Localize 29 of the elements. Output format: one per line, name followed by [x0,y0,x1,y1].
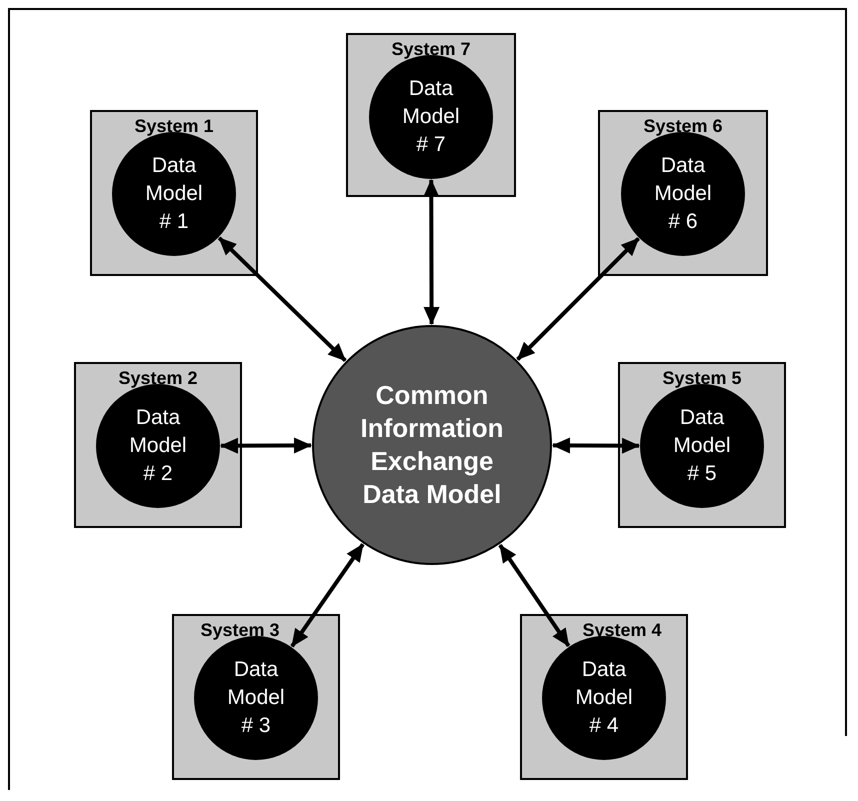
double-arrow [218,236,347,362]
system-box [74,362,242,528]
system-box [90,110,258,276]
data-model-label: Data Model # 6 [653,153,713,235]
system-title: System 7 [391,39,471,60]
data-model-label: Data Model # 5 [672,405,732,487]
system-box [346,33,516,197]
double-arrow [498,544,570,648]
double-arrow [516,237,640,361]
data-model-label: Data Model # 2 [128,405,188,487]
double-arrow [423,179,440,325]
data-model-label: Data Model # 1 [144,153,204,235]
system-title: System 6 [643,116,723,137]
double-arrow [552,437,640,454]
system-box [172,614,340,780]
system-title: System 1 [134,116,214,137]
system-title: System 2 [118,368,198,389]
double-arrow [290,543,365,648]
system-title: System 4 [582,620,662,641]
data-model-label: Data Model # 7 [401,76,461,158]
system-box [618,362,786,528]
system-box [520,614,688,780]
data-model-label: Data Model # 4 [574,657,634,739]
data-model-label: Data Model # 3 [226,657,286,739]
system-title: System 5 [662,368,742,389]
system-title: System 3 [200,620,280,641]
central-model-label: Common Information Exchange Data Model [360,379,504,511]
system-box [598,110,768,276]
double-arrow [220,437,312,454]
